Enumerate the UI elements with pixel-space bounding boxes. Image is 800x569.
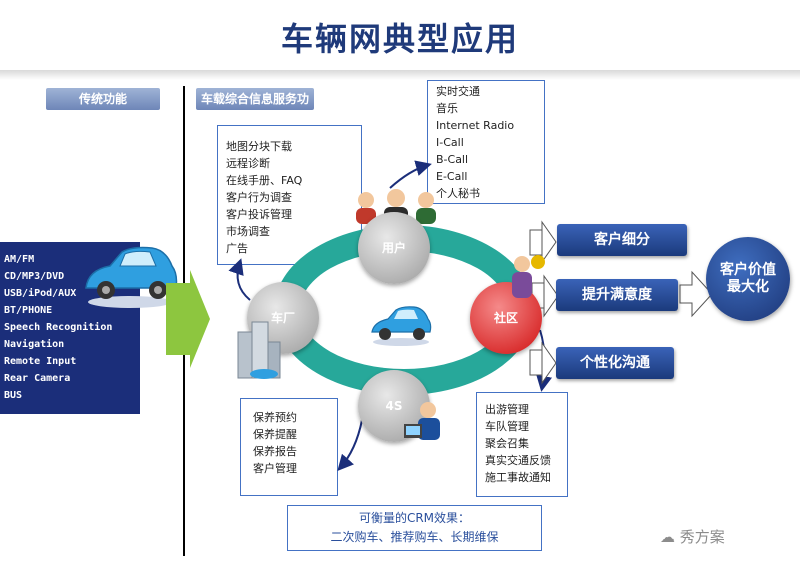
oem-service-item: 市场调查 (226, 225, 270, 238)
crm-effect-box: 可衡量的CRM效果： 二次购车、推荐购车、长期维保 (287, 505, 542, 551)
header-band (0, 70, 800, 80)
user-service-item: 实时交通 (436, 85, 480, 98)
user-service-item: Internet Radio (436, 119, 515, 132)
mechanic-icon (404, 402, 440, 440)
page-title: 车辆网典型应用 (280, 20, 519, 58)
traditional-item: Rear Camera (4, 373, 71, 384)
value-label: 客户价值最大化 (720, 262, 776, 295)
oem-service-item: 客户行为调查 (226, 191, 292, 204)
community-service-item: 真实交通反馈 (485, 454, 551, 467)
node-user: 用户 (358, 212, 430, 284)
oem-service-item: 地图分块下载 (226, 140, 292, 153)
traditional-item: AM/FM (4, 254, 35, 265)
user-service-item: 个人秘书 (436, 187, 480, 200)
crm-line2: 二次购车、推荐购车、长期维保 (330, 530, 499, 544)
customer-segmentation-button: 客户细分 (557, 224, 687, 256)
traditional-item: Remote Input (4, 356, 77, 367)
dealer-service-item: 保养预约 (253, 411, 297, 424)
traditional-item: BUS (4, 390, 23, 401)
green-arrow-body (166, 283, 192, 355)
traditional-item: CD/MP3/DVD (4, 271, 65, 282)
telematics-header: 车载综合信息服务功能 (196, 88, 314, 128)
value-maximization-circle: 客户价值最大化 (706, 237, 790, 321)
user-service-item: E-Call (436, 170, 468, 183)
traditional-header: 传统功能 (46, 88, 160, 110)
user-service-item: I-Call (436, 136, 464, 149)
dealer-service-item: 保养报告 (253, 445, 297, 458)
building-icon (237, 321, 281, 379)
oem-service-item: 客户投诉管理 (226, 208, 292, 221)
dealer-services-box: 保养预约保养提醒保养报告客户管理 (240, 398, 338, 496)
traditional-item: Navigation (4, 339, 65, 350)
traditional-item: USB/iPod/AUX (4, 288, 77, 299)
oem-service-item: 远程诊断 (226, 157, 270, 170)
traditional-functions-panel: AM/FM CD/MP3/DVD USB/iPod/AUX BT/PHONE Speec… (0, 242, 140, 414)
wechat-icon: ☁ (660, 528, 675, 546)
user-service-item: B-Call (436, 153, 469, 166)
oem-service-item: 在线手册、FAQ (226, 174, 303, 187)
crm-line1: 可衡量的CRM效果： (358, 511, 471, 525)
traditional-item: BT/PHONE (4, 305, 53, 316)
car-image-left (85, 246, 178, 308)
satisfaction-button: 提升满意度 (556, 279, 678, 311)
personalized-communication-button: 个性化沟通 (556, 347, 674, 379)
community-service-item: 出游管理 (485, 403, 529, 416)
green-arrow-head (190, 270, 210, 368)
watermark-text: 秀方案 (679, 528, 725, 546)
community-service-item: 车队管理 (485, 420, 529, 433)
oem-service-item: 广告 (226, 242, 248, 255)
community-service-item: 施工事故通知 (485, 471, 551, 484)
car-image-center (371, 306, 432, 346)
traditional-item: Speech Recognition (4, 322, 113, 333)
community-services-box: 出游管理车队管理聚会召集真实交通反馈施工事故通知 (476, 392, 568, 497)
user-service-item: 音乐 (436, 102, 458, 115)
watermark: ☁ 秀方案 (660, 526, 725, 547)
community-service-item: 聚会召集 (485, 437, 529, 450)
community-people-icon (512, 255, 545, 298)
dealer-service-item: 客户管理 (253, 462, 297, 475)
dealer-service-item: 保养提醒 (253, 428, 297, 441)
